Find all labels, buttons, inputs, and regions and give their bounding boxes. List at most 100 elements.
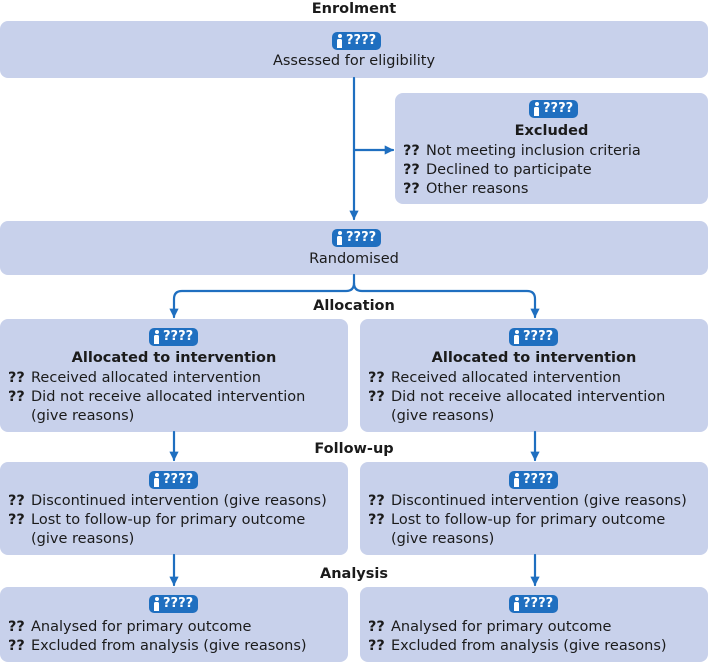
assessed-label: Assessed for eligibility <box>272 53 436 69</box>
item-marker: ?? <box>368 370 385 386</box>
item-text: Discontinued intervention (give reasons) <box>391 493 687 509</box>
item-text-continued: (give reasons) <box>391 531 495 547</box>
person-icon <box>533 102 540 116</box>
item-marker: ?? <box>8 370 25 386</box>
person-icon <box>513 473 520 487</box>
arrow-to-allocated-left <box>169 273 356 319</box>
list-item: ?? Received allocated intervention <box>8 369 342 388</box>
count-placeholder: ???? <box>163 329 194 344</box>
count-badge: ???? <box>149 471 199 489</box>
allocated-box-right: ???? Allocated to intervention ??Receive… <box>360 319 708 432</box>
analysis-list: ?? Analysed for primary outcome ?? Exclude… <box>8 618 342 656</box>
section-heading-analysis: Analysis <box>320 566 388 582</box>
item-marker: ?? <box>368 512 385 528</box>
item-text: Received allocated intervention <box>31 370 261 386</box>
item-marker: ?? <box>368 638 385 654</box>
item-marker: ?? <box>8 619 25 635</box>
item-marker: ?? <box>8 493 25 509</box>
allocated-title: Allocated to intervention <box>71 350 277 366</box>
person-icon <box>153 473 160 487</box>
arrow-to-allocated-right <box>352 281 540 319</box>
follow-up-list: ?? Discontinued intervention (give reason… <box>8 492 342 549</box>
allocated-list: ?? Received allocated intervention ?? Did … <box>8 369 342 426</box>
item-text: Lost to follow-up for primary outcome <box>391 512 666 528</box>
count-placeholder: ???? <box>346 33 377 48</box>
item-text: Discontinued intervention (give reasons) <box>31 493 327 509</box>
count-badge: ???? <box>332 32 382 50</box>
item-text: Lost to follow-up for primary outcome <box>31 512 306 528</box>
count-placeholder: ???? <box>523 329 554 344</box>
section-heading-allocation: Allocation <box>313 298 395 314</box>
allocated-box-left: ???? Allocated to intervention ?? Receive… <box>0 319 348 432</box>
excluded-title: Excluded <box>514 123 589 139</box>
item-text-continued: (give reasons) <box>31 408 135 424</box>
count-placeholder: ???? <box>523 472 554 487</box>
count-badge: ???? <box>149 595 199 613</box>
follow-up-list: ?? Discontinued intervention (give reason… <box>368 492 702 549</box>
list-item: ?? Excluded from analysis (give reasons) <box>368 637 702 656</box>
count-placeholder: ???? <box>163 472 194 487</box>
list-item: ?? Analysed for primary outcome <box>368 618 702 637</box>
item-marker: ?? <box>403 181 420 197</box>
person-icon <box>153 330 160 344</box>
item-marker: ?? <box>8 389 25 405</box>
item-text: Analysed for primary outcome <box>391 619 612 635</box>
count-badge: ???? <box>509 595 559 613</box>
count-badge: ???? <box>149 328 199 346</box>
list-item: ?? Discontinued intervention (give reason… <box>8 492 342 511</box>
assessed-box: ???? Assessed for eligibility <box>0 21 708 78</box>
item-text: Excluded from analysis (give reasons) <box>391 638 667 654</box>
section-heading-enrolment: Enrolment <box>311 1 397 17</box>
item-text: Did not receive allocated intervention <box>31 389 306 405</box>
person-icon <box>513 597 520 611</box>
item-marker: ?? <box>368 493 385 509</box>
count-placeholder: ???? <box>346 230 377 245</box>
item-text: Not meeting inclusion criteria <box>426 143 641 159</box>
item-marker: ?? <box>368 619 385 635</box>
allocated-list: ??Received allocated intervention ?? Did … <box>368 369 702 426</box>
list-item: ?? Did not receive allocated intervention… <box>368 388 702 426</box>
person-icon <box>336 34 343 48</box>
list-item: ?? Discontinued intervention (give reason… <box>368 492 702 511</box>
item-marker: ?? <box>368 389 385 405</box>
section-heading-follow-up: Follow-up <box>314 441 394 457</box>
item-text-continued: (give reasons) <box>31 531 135 547</box>
list-item: ?? Excluded from analysis (give reasons) <box>8 637 342 656</box>
person-icon <box>513 330 520 344</box>
follow-up-box-right: ???? ?? Discontinued intervention (give r… <box>360 462 708 555</box>
list-item: ??Received allocated intervention <box>368 369 702 388</box>
item-text: Did not receive allocated intervention <box>391 389 666 405</box>
randomised-label: Randomised <box>309 251 399 267</box>
follow-up-box-left: ???? ?? Discontinued intervention (give r… <box>0 462 348 555</box>
item-marker: ?? <box>403 143 420 159</box>
list-item: ?? Other reasons <box>403 180 702 199</box>
list-item: ?? Lost to follow-up for primary outcome (… <box>368 511 702 549</box>
count-badge: ???? <box>529 100 579 118</box>
person-icon <box>336 231 343 245</box>
item-text: Analysed for primary outcome <box>31 619 252 635</box>
list-item: ?? Did not receive allocated intervention… <box>8 388 342 426</box>
list-item: ??Declined to participate <box>403 161 702 180</box>
item-text-continued: (give reasons) <box>391 408 495 424</box>
randomised-box: ???? Randomised <box>0 221 708 275</box>
list-item: ?? Lost to follow-up for primary outcome (… <box>8 511 342 549</box>
list-item: ?? Not meeting inclusion criteria <box>403 142 702 161</box>
analysis-box-left: ???? ?? Analysed for primary outcome ?? Ex… <box>0 587 348 662</box>
list-item: ?? Analysed for primary outcome <box>8 618 342 637</box>
item-marker: ?? <box>8 512 25 528</box>
count-badge: ???? <box>332 229 382 247</box>
item-text: Excluded from analysis (give reasons) <box>31 638 307 654</box>
person-icon <box>153 597 160 611</box>
excluded-box: ???? Excluded ?? Not meeting inclusion cr… <box>395 93 708 204</box>
excluded-list: ?? Not meeting inclusion criteria ??Decli… <box>403 142 702 199</box>
analysis-box-right: ???? ?? Analysed for primary outcome ?? Ex… <box>360 587 708 662</box>
count-placeholder: ???? <box>163 596 194 611</box>
allocated-title: Allocated to intervention <box>431 350 637 366</box>
count-badge: ???? <box>509 328 559 346</box>
analysis-list: ?? Analysed for primary outcome ?? Exclude… <box>368 618 702 656</box>
item-marker: ?? <box>403 162 420 178</box>
item-marker: ?? <box>8 638 25 654</box>
count-badge: ???? <box>509 471 559 489</box>
item-text: Other reasons <box>426 181 529 197</box>
